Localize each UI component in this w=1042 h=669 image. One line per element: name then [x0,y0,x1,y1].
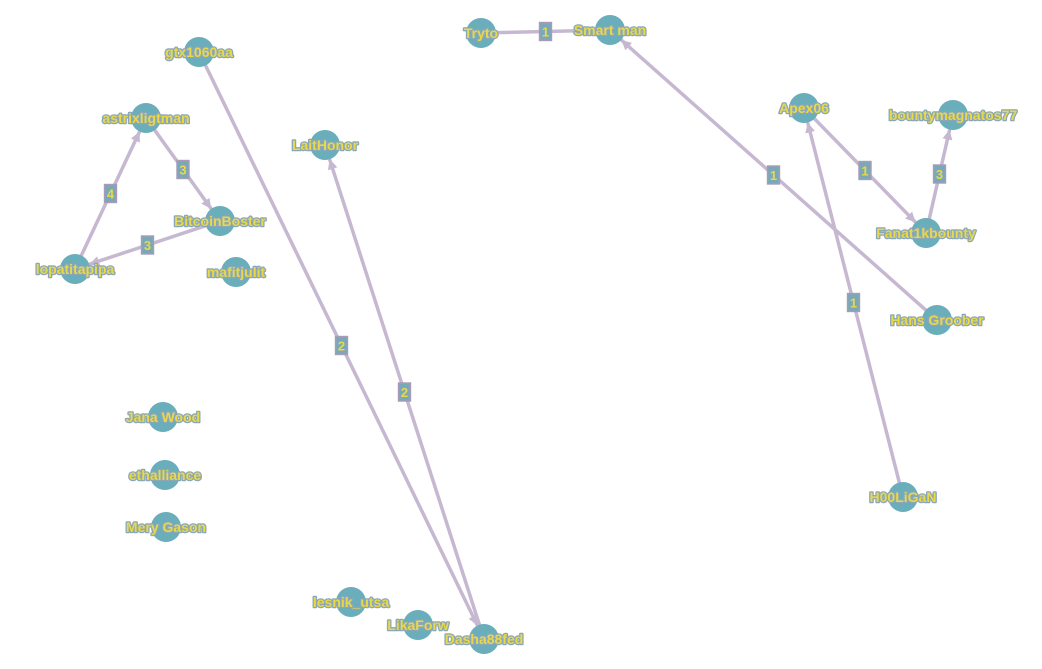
node-label: Dasha88fed [445,631,524,647]
node-circle[interactable] [595,15,625,45]
node-mery_gason[interactable]: Mery Gason [125,512,207,542]
edge-label-dasha88fed-laithonor: 2 [397,382,412,402]
node-circle[interactable] [466,18,496,48]
node-circle[interactable] [221,257,251,287]
edge-weight-text: 3 [936,167,943,182]
edge-weight-text: 1 [542,25,549,40]
node-laithonor[interactable]: LaitHonor [291,130,360,160]
node-bountymagnatos77[interactable]: bountymagnatos77 [888,100,1019,130]
node-label: gtx1060aa [165,44,233,60]
node-circle[interactable] [151,512,181,542]
node-ethalliance[interactable]: ethalliance [128,460,203,490]
node-label: lesnik_utsa [313,594,389,610]
node-circle[interactable] [922,305,952,335]
node-label: mafitjulit [207,264,266,280]
node-label: Smart man [574,22,646,38]
node-circle[interactable] [205,206,235,236]
node-smart_man[interactable]: Smart man [573,15,647,45]
node-circle[interactable] [469,624,499,654]
edge-label-box [846,292,861,313]
edge-label-box [140,235,155,255]
edge-label-fanat1kbounty-bountymagnatos77: 3 [932,164,947,184]
node-astrixligtman[interactable]: astrixligtman [101,103,191,133]
node-label: Jana Wood [126,409,200,425]
node-label: astrixligtman [102,110,189,126]
node-label: LaitHonor [292,137,359,153]
edge-weight-text: 1 [861,164,868,179]
edge-label-bitcoinboster-lopatitapipa: 3 [140,235,155,255]
node-circle[interactable] [403,610,433,640]
node-circle[interactable] [184,37,214,67]
edge-label-box [858,160,872,181]
node-h00ligan[interactable]: H00LiGaN [868,482,938,512]
node-label: Apex06 [779,100,829,116]
edge-label-lopatitapipa-astrixligtman: 4 [103,183,118,204]
edge-label-hans_groober-smart_man: 1 [766,165,781,185]
edge-label-box [397,382,412,402]
node-circle[interactable] [888,482,918,512]
node-label: ethalliance [129,467,202,483]
node-circle[interactable] [938,100,968,130]
node-circle[interactable] [310,130,340,160]
node-lesnik_utsa[interactable]: lesnik_utsa [312,587,391,617]
node-circle[interactable] [148,402,178,432]
edge-weight-text: 2 [338,339,345,354]
node-label: BitcoinBoster [174,213,266,229]
edge-label-box [176,159,190,180]
node-hans_groober[interactable]: Hans Groober [889,305,986,335]
node-lopatitapipa[interactable]: lopatitapipa [34,254,116,284]
edge-weight-text: 2 [401,385,408,400]
node-likaforw[interactable]: LikaForw [386,610,450,640]
edge-label-apex06-fanat1kbounty: 1 [858,160,872,181]
node-label: Tryto [464,25,498,41]
node-dasha88fed[interactable]: Dasha88fed [443,624,525,654]
node-label: bountymagnatos77 [889,107,1018,123]
edge-weight-text: 3 [179,163,186,178]
edge-label-tryto-smart_man: 1 [538,21,553,42]
node-mafitjulit[interactable]: mafitjulit [206,257,267,287]
node-circle[interactable] [150,460,180,490]
edge-label-astrixligtman-bitcoinboster: 3 [176,159,190,180]
edge-label-box [334,335,349,356]
edge-label-gtx1060aa-dasha88fed: 2 [334,335,349,356]
node-bitcoinboster[interactable]: BitcoinBoster [173,206,268,236]
edge-label-box [103,183,118,204]
node-gtx1060aa[interactable]: gtx1060aa [164,37,234,67]
node-circle[interactable] [911,218,941,248]
node-label: lopatitapipa [36,261,115,277]
node-label: Hans Groober [890,312,984,328]
edge-layer [79,28,953,627]
edge-label-box [766,165,781,185]
node-circle[interactable] [131,103,161,133]
node-circle[interactable] [336,587,366,617]
node-fanat1kbounty[interactable]: Fanat1kbounty [875,218,977,248]
edge-label-layer: 1 2 2 3 3 4 1 1 3 1 [103,21,947,402]
edge-weight-text: 1 [770,168,777,183]
edge-weight-text: 3 [144,238,151,253]
edge-weight-text: 4 [107,187,115,202]
edge-label-h00ligan-apex06: 1 [846,292,861,313]
node-label: Mery Gason [126,519,206,535]
node-label: LikaForw [387,617,449,633]
node-apex06[interactable]: Apex06 [778,93,830,123]
node-circle[interactable] [789,93,819,123]
edge-label-box [538,21,553,42]
node-circle[interactable] [60,254,90,284]
node-label: Fanat1kbounty [876,225,976,241]
node-tryto[interactable]: Tryto [463,18,499,48]
edge-label-box [932,164,947,184]
node-jana_wood[interactable]: Jana Wood [124,402,202,432]
edge-weight-text: 1 [850,296,857,311]
node-layer: Tryto Smart man gtx1060aa astrixligtmanLait… [34,15,1019,654]
node-label: H00LiGaN [870,489,937,505]
